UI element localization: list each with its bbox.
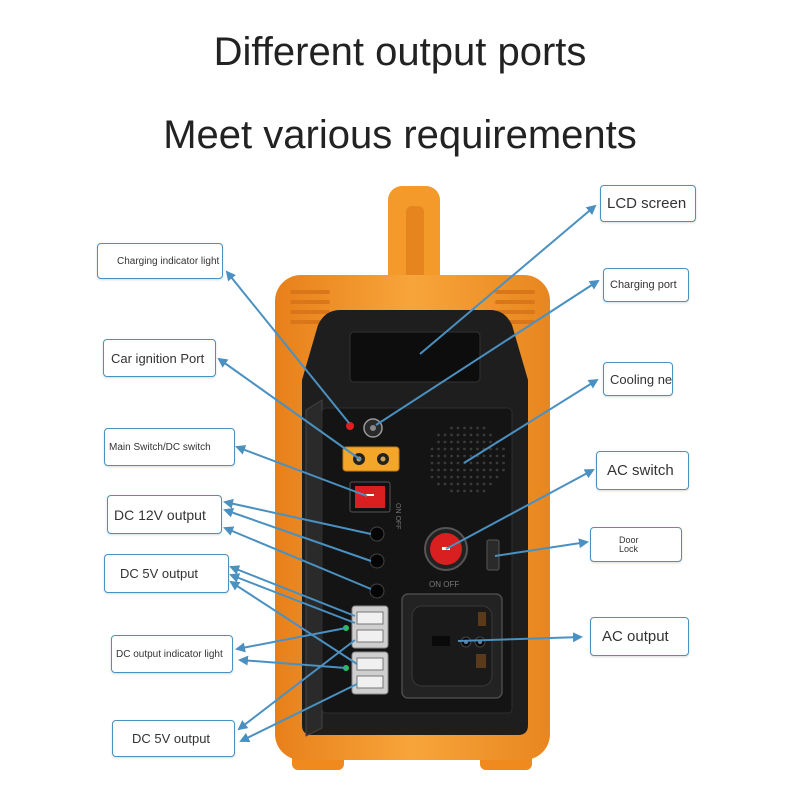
callout-lcd-screen: LCD screen xyxy=(600,185,696,222)
arrow-dc-indicator-a xyxy=(235,627,347,653)
arrow-charging-indicator xyxy=(225,270,350,424)
arrow-lcd-screen xyxy=(419,204,597,355)
headline-different-output-ports: Different output ports xyxy=(213,30,587,74)
ac-outlet xyxy=(401,593,503,699)
usb-ports-upper xyxy=(351,605,389,649)
arrow-dc5v2-a xyxy=(237,639,356,731)
label-charging-indicator-light: Charging indicator light xyxy=(117,255,220,267)
dc-12v-ports xyxy=(369,526,385,599)
label-lock: Lock xyxy=(619,543,639,554)
arrow-ac-switch xyxy=(445,469,595,550)
callout-dc-5v-output-2: DC 5V output xyxy=(112,720,235,757)
cooling-net xyxy=(430,426,505,493)
arrow-dc12v-b xyxy=(223,507,372,562)
callout-charging-port: Charging port xyxy=(603,268,689,302)
body-vents xyxy=(290,290,535,324)
label-charging-port: Charging port xyxy=(610,279,677,291)
callout-charging-indicator-light: Charging indicator light xyxy=(97,243,223,279)
callout-car-ignition-port: Car ignition Port xyxy=(103,339,216,377)
callout-ac-switch: AC switch xyxy=(596,451,689,490)
arrow-dc5v2-b xyxy=(239,683,358,742)
arrow-charging-port xyxy=(375,279,600,426)
arrow-door-lock xyxy=(494,538,589,557)
arrow-cooling-net xyxy=(463,378,599,464)
car-ignition-port xyxy=(342,446,400,472)
side-door xyxy=(305,399,323,737)
arrow-dc12v-a xyxy=(223,498,372,535)
callout-ac-output: AC output xyxy=(590,617,689,656)
label-ac-output: AC output xyxy=(602,628,669,645)
arrow-dc5v-b xyxy=(229,573,356,624)
arrow-dc5v-a xyxy=(229,565,356,617)
label-car-ignition-port: Car ignition Port xyxy=(111,350,205,366)
label-dc-output-indicator-light: DC output indicator light xyxy=(116,648,223,660)
label-cooling-net: Cooling net xyxy=(610,371,673,387)
arrow-dc12v-c xyxy=(223,526,372,590)
arrow-dc-indicator-b xyxy=(238,655,347,669)
callout-dc-output-indicator-light: DC output indicator light xyxy=(111,635,233,673)
charging-indicator-light xyxy=(346,422,354,430)
callout-arrows xyxy=(217,204,600,742)
callout-dc-5v-output-1: DC 5V output xyxy=(104,554,229,593)
label-lcd-screen: LCD screen xyxy=(607,195,687,212)
arrow-car-ignition xyxy=(217,357,362,461)
lcd-screen xyxy=(349,331,481,383)
usb-ports-lower xyxy=(351,651,389,695)
label-door: Door xyxy=(619,534,639,545)
callout-dc-12v-output: DC 12V output xyxy=(107,495,222,534)
headline-meet-various-requirements: Meet various requirements xyxy=(163,113,637,157)
main-switch-on-off-label: ON OFF xyxy=(394,503,401,529)
callout-main-switch: Main Switch/DC switch xyxy=(104,428,235,466)
arrow-ac-output xyxy=(457,632,583,643)
ac-switch-on-off-label: ON OFF xyxy=(429,580,459,589)
label-ac-switch: AC switch xyxy=(607,462,674,479)
label-dc-12v-output: DC 12V output xyxy=(114,506,206,523)
label-dc-5v-output-1: DC 5V output xyxy=(120,566,199,581)
label-dc-5v-output-2: DC 5V output xyxy=(132,731,211,746)
callout-cooling-net: Cooling net xyxy=(603,362,673,396)
arrow-main-switch xyxy=(235,445,368,497)
label-main-switch: Main Switch/DC switch xyxy=(109,441,211,453)
arrow-dc5v-c xyxy=(229,580,358,665)
